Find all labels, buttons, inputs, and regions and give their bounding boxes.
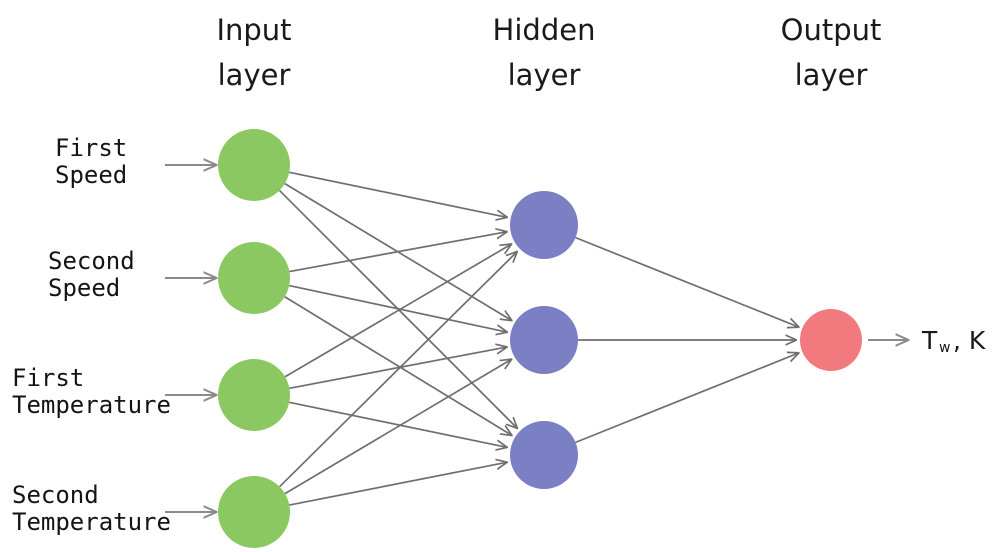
layer-headers: Input layer Hidden layer Output layer [216, 13, 881, 92]
edge-in3-hid2 [289, 347, 506, 390]
input-label-2-line1: Second [48, 247, 135, 275]
edge-in4-hid3 [289, 462, 506, 506]
header-output-layer: Output layer [781, 13, 882, 92]
edge-in1-hid1 [289, 171, 507, 217]
header-input-line2: layer [218, 58, 291, 92]
node-output-1[interactable] [800, 309, 862, 371]
header-hidden-line2: layer [508, 58, 581, 92]
header-input-line1: Input [216, 13, 291, 47]
edge-in3-hid3 [289, 401, 507, 447]
header-output-line2: layer [795, 58, 868, 92]
input-label-1-line1: First [55, 134, 127, 162]
edge-in4-hid1 [278, 252, 517, 488]
edge-hid3-out1 [575, 353, 799, 444]
header-hidden-layer: Hidden layer [493, 13, 596, 92]
output-unit: , K [953, 326, 986, 355]
header-hidden-line1: Hidden [493, 13, 596, 47]
edge-in2-hid1 [289, 232, 506, 273]
input-label-2-line2: Speed [48, 274, 120, 302]
edge-in4-hid2 [284, 359, 511, 495]
node-hidden-3[interactable] [510, 421, 578, 489]
edge-in2-hid2 [289, 284, 507, 333]
input-feature-labels: FirstSpeedSecondSpeedFirstTemperatureSec… [12, 134, 171, 536]
output-variable-label: T w , K [921, 326, 986, 356]
input-label-3-line2: Temperature [12, 391, 171, 419]
output-symbol: T [921, 326, 938, 355]
output-subscript: w [939, 340, 950, 356]
edge-hid1-out1 [575, 236, 799, 327]
edges-input-to-hidden [278, 171, 517, 506]
node-input-3[interactable] [218, 359, 290, 431]
node-input-2[interactable] [218, 242, 290, 314]
edge-in2-hid3 [284, 296, 512, 435]
node-input-1[interactable] [218, 129, 290, 201]
node-hidden-1[interactable] [510, 191, 578, 259]
input-label-4-line1: Second [12, 481, 99, 509]
edges-hidden-to-output [575, 236, 799, 444]
node-input-4[interactable] [218, 476, 290, 548]
node-hidden-2[interactable] [510, 306, 578, 374]
input-label-4-line2: Temperature [12, 508, 171, 536]
input-feature-arrows [165, 165, 216, 512]
edge-in3-hid1 [284, 244, 511, 378]
input-label-3-line1: First [12, 364, 84, 392]
header-input-layer: Input layer [216, 13, 291, 92]
hidden-layer-nodes [510, 191, 578, 489]
input-layer-nodes [218, 129, 290, 548]
input-label-1-line2: Speed [55, 161, 127, 189]
output-layer-nodes [800, 309, 862, 371]
header-output-line1: Output [781, 13, 882, 47]
